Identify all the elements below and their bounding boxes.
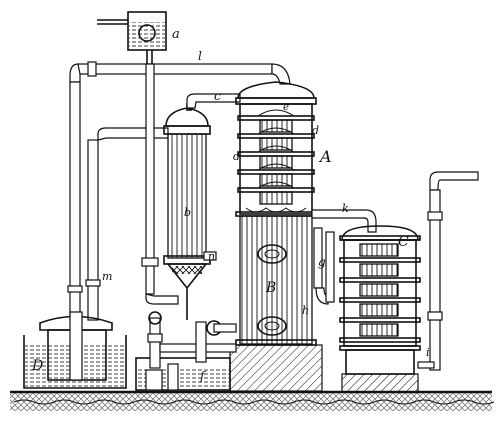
label-B: B (265, 280, 276, 296)
label-c: c (214, 89, 221, 103)
label-h: h (302, 304, 309, 317)
pipe-h (311, 209, 377, 305)
label-f: f (199, 369, 207, 383)
tank-D (23, 311, 127, 389)
label-D: D (31, 358, 43, 374)
pump-assembly (135, 311, 237, 391)
label-b: b (184, 206, 191, 219)
label-m: m (102, 270, 112, 283)
label-n: n (208, 250, 215, 263)
label-g: g (318, 255, 326, 269)
ground (10, 390, 495, 411)
label-d-1: d (312, 124, 319, 137)
column-A (229, 81, 323, 392)
pipe-condenser-return (97, 63, 179, 305)
label-k: k (342, 202, 349, 215)
label-i: i (426, 346, 430, 359)
diagram-labels: a l c e d d A b k C g n m B h f i D (31, 27, 430, 383)
feed-tank-a (97, 11, 167, 64)
pipe-l (67, 61, 291, 321)
label-A: A (318, 147, 332, 166)
label-a: a (172, 27, 180, 42)
label-l: l (198, 49, 202, 63)
column-A-trays (237, 109, 315, 205)
label-C: C (398, 234, 409, 250)
pipe-right (417, 171, 479, 371)
column-C (339, 225, 421, 393)
label-d-2: d (233, 150, 240, 163)
label-e: e (283, 102, 289, 113)
